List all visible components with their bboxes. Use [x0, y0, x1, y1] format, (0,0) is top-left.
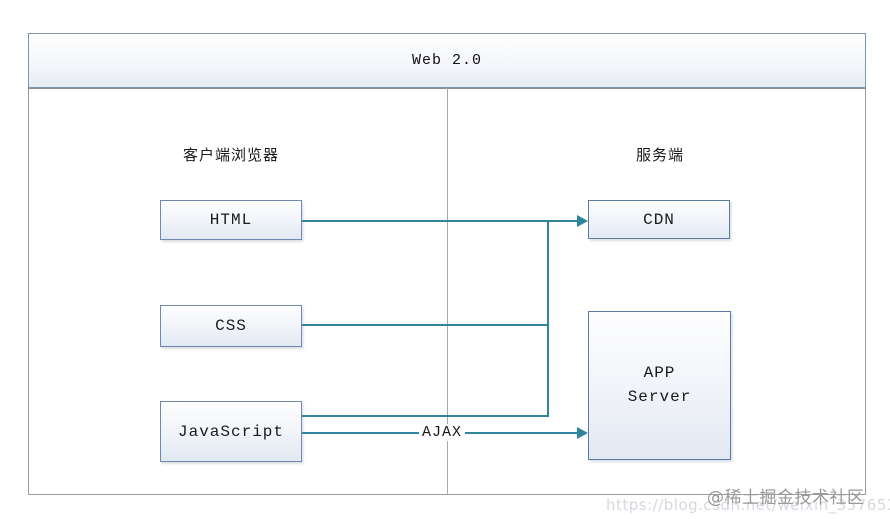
diagram-title: Web 2.0 — [411, 52, 482, 69]
edge-javascript-to-trunk — [301, 415, 548, 417]
csdn-url-watermark: https://blog.csdn.net/weixin_35765332 — [606, 496, 890, 514]
ajax-edge-label: AJAX — [419, 424, 466, 441]
edge-css-to-trunk — [301, 324, 548, 326]
node-html: HTML — [160, 200, 302, 240]
diagram-title-bar: Web 2.0 — [28, 33, 866, 88]
edge-merge-trunk — [547, 221, 549, 417]
node-javascript-label: JavaScript — [177, 422, 284, 441]
server-section-label: 服务端 — [635, 146, 684, 164]
arrowhead-to-appserver — [577, 427, 588, 439]
client-section-label: 客户端浏览器 — [182, 146, 279, 164]
node-app-server-label-line1: APP — [643, 364, 676, 383]
node-css: CSS — [160, 305, 302, 347]
node-cdn: CDN — [588, 200, 730, 239]
node-css-label: CSS — [215, 317, 247, 335]
edge-html-to-cdn — [301, 220, 579, 222]
client-server-divider — [447, 88, 448, 495]
node-javascript: JavaScript — [160, 401, 302, 462]
node-app-server-label-line2: Server — [627, 387, 692, 406]
arrowhead-to-cdn — [577, 215, 588, 227]
node-cdn-label: CDN — [643, 210, 675, 229]
node-html-label: HTML — [209, 211, 253, 229]
juejin-community-watermark: @稀土掘金技术社区 — [707, 488, 865, 508]
node-app-server: APP Server — [588, 311, 731, 460]
